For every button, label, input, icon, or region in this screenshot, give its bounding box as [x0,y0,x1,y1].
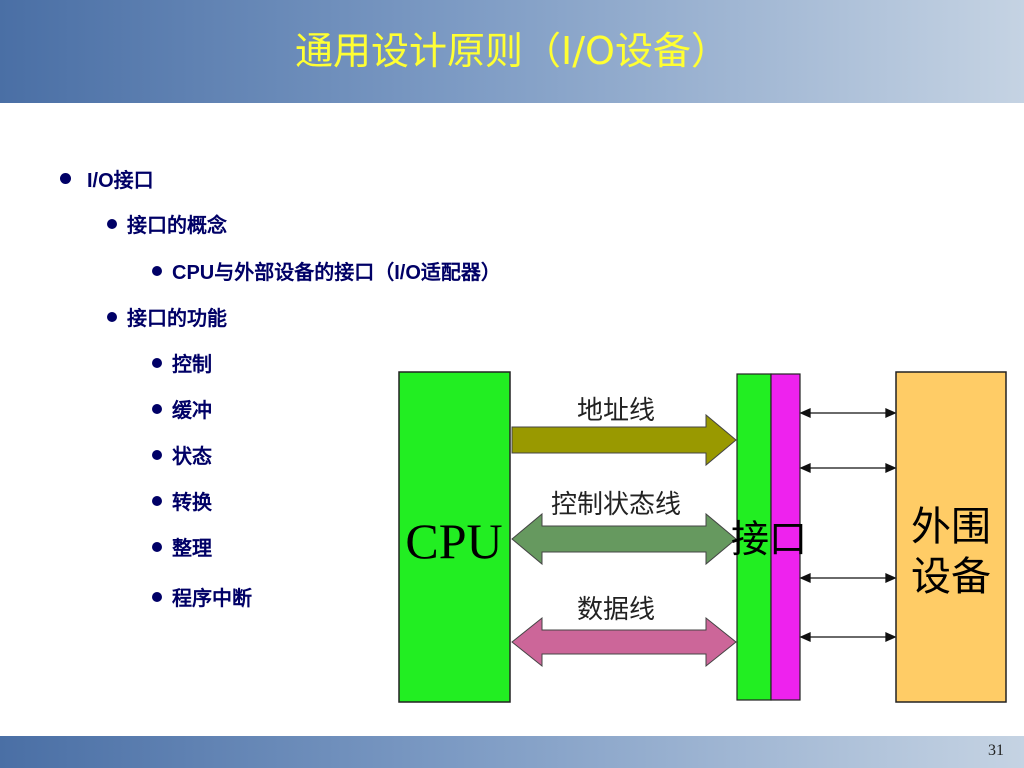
bullet-text: 整理 [172,538,212,560]
bullet-function-organize: 整理 [152,532,212,561]
peripheral-device-label-line2: 设备 [911,554,991,600]
bullet-text: CPU与外部设备的接口（I/O适配器） [172,262,501,284]
bullet-text: I/O接口 [87,170,154,192]
data-line-arrow [511,616,737,668]
interface-box-right [770,373,801,701]
footer-bar: 31 [0,736,1024,768]
bullet-function-interrupt: 程序中断 [152,582,252,611]
address-line-label: 地址线 [577,396,655,426]
bullet-interface-concept: 接口的概念 [107,209,227,238]
interface-device-connectors [799,407,897,643]
bullet-function-control: 控制 [152,348,212,377]
bullet-io-interface: I/O接口 [60,164,154,193]
io-interface-diagram: CPU 地址线 控制状态线 数据线 接口 [390,360,1020,710]
bullet-function-buffer: 缓冲 [152,394,212,423]
interface-label: 接口 [731,517,807,561]
peripheral-device-box [895,371,1007,703]
bullet-dot-icon [152,357,162,368]
bullet-cpu-interface: CPU与外部设备的接口（I/O适配器） [152,256,501,285]
cpu-label: CPU [405,513,502,569]
data-line-label: 数据线 [577,595,655,625]
bullet-text: 接口的概念 [127,215,227,237]
title-bar: 通用设计原则（I/O设备） [0,0,1024,103]
bullet-text: 控制 [172,354,212,376]
bullet-dot-icon [60,173,71,184]
peripheral-device-label-line1: 外围 [911,504,991,550]
bullet-text: 转换 [172,492,212,514]
bullet-dot-icon [152,541,162,552]
page-number: 31 [988,742,1004,759]
interface-box-left [736,373,772,701]
bullet-text: 接口的功能 [127,308,227,330]
bullet-dot-icon [152,449,162,460]
bullet-text: 缓冲 [172,400,212,422]
bullet-dot-icon [152,495,162,506]
control-status-line-arrow [511,512,737,566]
bullet-dot-icon [152,403,162,414]
bullet-dot-icon [107,218,117,229]
bullet-interface-function: 接口的功能 [107,302,227,331]
bullet-dot-icon [107,311,117,322]
address-line-arrow [511,413,737,467]
bullet-text: 状态 [172,446,212,468]
bullet-text: 程序中断 [172,588,252,610]
slide-title: 通用设计原则（I/O设备） [295,29,729,73]
bullet-dot-icon [152,265,162,276]
bullet-dot-icon [152,591,162,602]
bullet-function-convert: 转换 [152,486,212,515]
bullet-function-status: 状态 [152,440,212,469]
cpu-box [398,371,511,703]
control-status-line-label: 控制状态线 [551,490,681,520]
